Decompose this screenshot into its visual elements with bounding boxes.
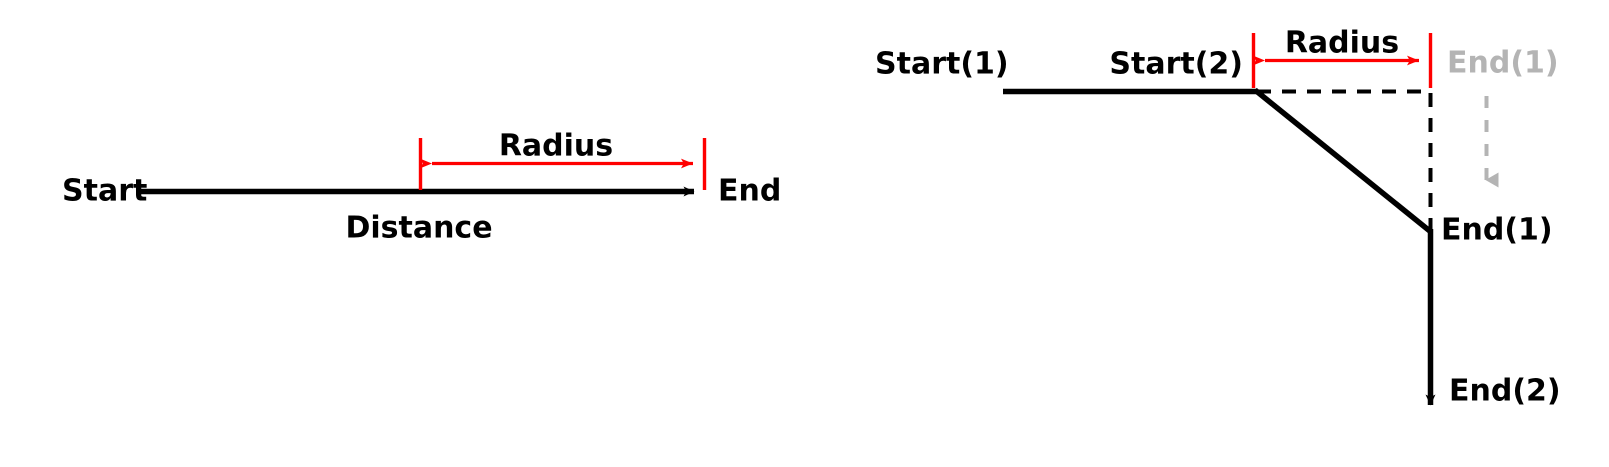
label-start-1: Start(1): [875, 47, 1009, 82]
two-segment-panel: Start(1) Start(2) Radius End(1) End(1) E…: [875, 26, 1561, 409]
label-end-1-ghost: End(1): [1447, 46, 1559, 81]
label-end-1: End(1): [1441, 213, 1553, 248]
label-end-2: End(2): [1449, 374, 1561, 409]
label-end: End: [718, 174, 781, 209]
label-radius-left: Radius: [499, 129, 613, 164]
label-distance: Distance: [345, 211, 492, 246]
construction-dashed-path: [1257, 89, 1433, 232]
label-start-2: Start(2): [1109, 47, 1243, 82]
label-start: Start: [62, 174, 147, 209]
chamfer-diagonal-line: [1253, 87, 1433, 235]
label-radius-right: Radius: [1285, 26, 1399, 61]
single-segment-panel: Start End Radius Distance: [62, 129, 781, 246]
